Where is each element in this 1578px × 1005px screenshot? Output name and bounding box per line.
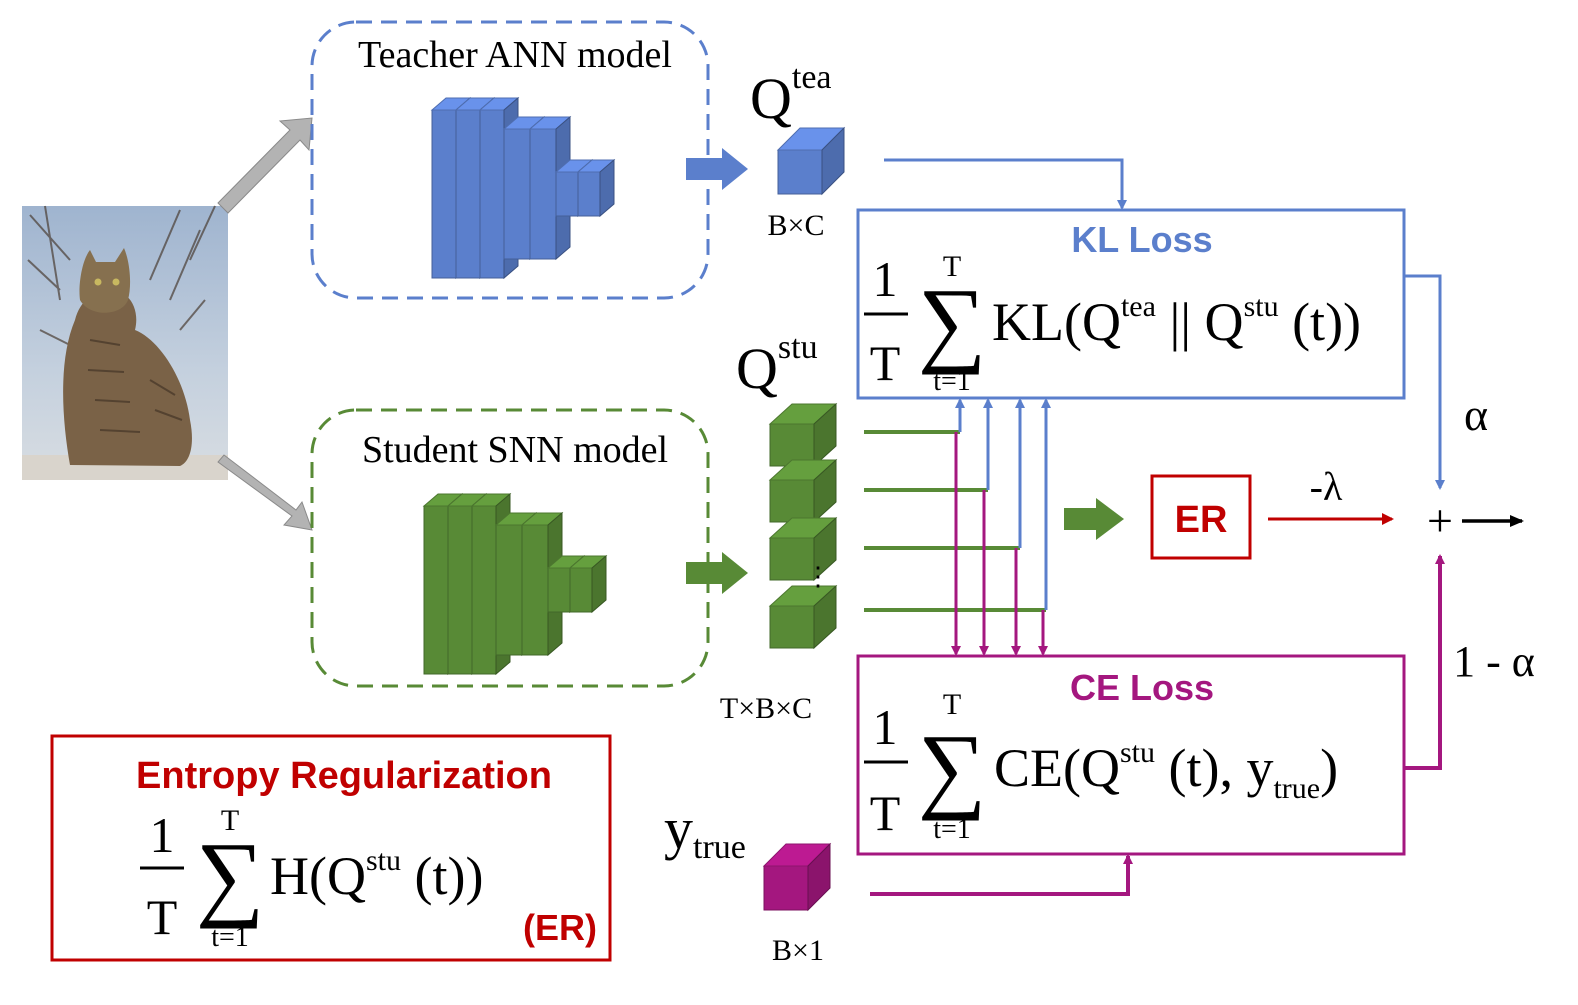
svg-text:T: T [870,785,901,841]
sum-plus-sign: + [1427,495,1453,546]
ce-to-sum-arrow [1404,554,1445,770]
net-layer-2-0-front [555,171,579,217]
net-layer-1-0-front [495,524,523,656]
kl-to-sum-arrow [1404,274,1445,490]
net-layer-1-1-front [529,128,557,260]
ce-loss-formula: 1 T T ∑ t=1 CE(Qstu (t), ytrue) [864,688,1338,845]
student-output-arrowhead [722,552,748,594]
net-layer-1-1-front [521,524,549,656]
net-layer-0-1-front [455,109,481,279]
svg-text:∑: ∑ [918,714,986,821]
net-layer-0-1-front [447,505,473,675]
net-layer-0-0-front [431,109,457,279]
entropy-regularization-panel [50,734,612,962]
net-layer-2-1-front [569,567,593,613]
q-stu-cube-1-front [769,479,815,523]
y-true-cube-front [763,865,809,911]
svg-text:T: T [221,804,239,837]
svg-text:T: T [943,250,961,283]
student-to-er-arrow [1064,498,1124,540]
q-stu-ellipsis: ⋮ [805,562,831,591]
net-layer-0-2-front [479,109,505,279]
student-model-label: Student SNN model [362,429,668,471]
svg-text:1: 1 [150,807,175,863]
teacher-output-arrowhead [722,148,748,190]
neg-lambda-label: -λ [1310,464,1343,509]
q-tea-cube-side [821,126,845,196]
student-output-arrow [686,562,726,584]
svg-text:t=1: t=1 [933,814,971,845]
q-stu-shape: T×B×C [720,692,812,725]
net-layer-2-1-side [591,554,607,614]
entropy-regularization-title: Entropy Regularization [136,755,552,797]
q-tea-shape: B×C [768,209,825,242]
y-true-tensor [762,842,832,912]
y-true-label: ytrue [664,796,746,866]
svg-text:T: T [943,688,961,721]
teacher-model-box [310,20,710,300]
student-network-icon [422,492,608,676]
svg-text:H(Qstu (t)): H(Qstu (t)) [270,844,483,906]
one-minus-alpha-label: 1 - α [1453,637,1535,686]
net-layer-2-1-side [599,158,615,218]
teacher-network-icon [430,96,616,280]
cat-image [22,205,228,480]
input-arrows [217,117,313,531]
entropy-regularization-tag: (ER) [523,907,597,948]
q-tea-tensor [776,126,846,196]
entropy-regularization-formula: 1 T T ∑ t=1 H(Qstu (t)) [140,804,483,953]
kl-loss-box [856,208,1406,400]
svg-text:t=1: t=1 [211,922,249,953]
net-layer-2-1-front [577,171,601,217]
y-true-shape: B×1 [772,934,824,967]
student-to-kl-arrows [955,398,1051,610]
ce-loss-title: CE Loss [1070,667,1214,708]
alpha-label: α [1464,389,1488,440]
er-box-label: ER [1175,499,1228,541]
student-model-box [310,408,710,688]
q-stu-cube-0-side [813,402,837,468]
svg-text:T: T [147,889,178,945]
net-layer-2-0-front [547,567,571,613]
er-box [1150,474,1252,560]
ce-loss-box [856,654,1406,856]
svg-text:T: T [870,335,901,391]
svg-text:CE(Qstu (t), ytrue): CE(Qstu (t), ytrue) [994,736,1338,805]
q-tea-label: Qtea [750,59,832,131]
kl-loss-formula: 1 T T ∑ t=1 KL(Qtea || Qstu (t)) [864,250,1361,397]
q-stu-cube-2-side [813,516,837,582]
q-stu-label: Qstu [736,329,818,401]
q-stu-cube-3-front [769,605,815,649]
q-stu-cube-3-side [813,584,837,650]
q-stu-tensor [768,402,838,650]
student-to-ce-arrows [951,432,1048,656]
svg-text:1: 1 [873,251,898,307]
svg-text:∑: ∑ [196,822,264,929]
y-true-cube-side [807,842,831,912]
svg-text:1: 1 [873,699,898,755]
svg-text:KL(Qtea || Qstu (t)): KL(Qtea || Qstu (t)) [992,290,1361,352]
teacher-to-kl-connector [884,158,1127,210]
q-tea-cube-front [777,149,823,195]
svg-text:∑: ∑ [918,268,986,375]
teacher-output-arrow [686,158,726,180]
net-layer-0-2-front [471,505,497,675]
svg-text:t=1: t=1 [933,366,971,397]
net-layer-1-0-front [503,128,531,260]
ytrue-to-ce-connector [870,854,1133,896]
kl-loss-title: KL Loss [1071,219,1212,260]
q-stu-cube-1-side [813,458,837,524]
teacher-model-label: Teacher ANN model [358,34,672,76]
net-layer-0-0-front [423,505,449,675]
